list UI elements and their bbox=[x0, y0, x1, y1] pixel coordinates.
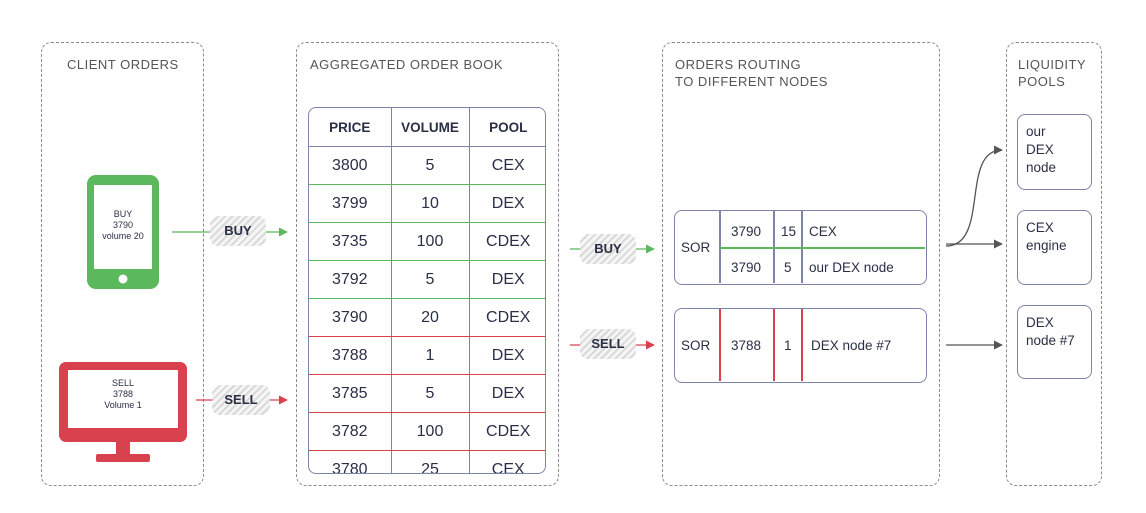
row-pool: DEX bbox=[469, 374, 545, 413]
liquidity-panel bbox=[1006, 42, 1102, 486]
liquidity-title-line2: POOLS bbox=[1018, 74, 1066, 89]
header-pool: POOL bbox=[469, 108, 545, 147]
monitor-icon bbox=[59, 362, 187, 462]
buy-order-text: BUY 3790 volume 20 bbox=[94, 209, 152, 242]
header-price: PRICE bbox=[309, 108, 392, 147]
pool-cex-engine: CEX engine bbox=[1017, 210, 1092, 285]
sell-order-text: SELL 3788 Volume 1 bbox=[70, 378, 176, 411]
buy-order-side: BUY bbox=[113, 209, 133, 219]
row-price: 3792 bbox=[309, 260, 392, 299]
row-price: 3785 bbox=[309, 374, 392, 413]
row-pool: CDEX bbox=[469, 222, 545, 261]
client-orders-panel bbox=[41, 42, 204, 486]
row-pool: CDEX bbox=[469, 412, 545, 451]
sor-sell-price: 3788 bbox=[731, 338, 762, 353]
order-book-title: AGGREGATED ORDER BOOK bbox=[310, 57, 504, 72]
sor-buy-row2-price: 3790 bbox=[731, 260, 762, 275]
sell-tag-routing: SELL bbox=[580, 329, 636, 359]
row-volume: 20 bbox=[391, 298, 470, 337]
row-pool: DEX bbox=[469, 260, 545, 299]
row-volume: 5 bbox=[391, 260, 470, 299]
routing-panel bbox=[662, 42, 940, 486]
phone-icon bbox=[87, 175, 159, 289]
client-orders-title: CLIENT ORDERS bbox=[67, 57, 179, 72]
routing-title-line1: ORDERS ROUTING bbox=[675, 57, 802, 72]
sor-sell-box: SOR 3788 1 DEX node #7 bbox=[674, 308, 927, 383]
row-volume: 100 bbox=[391, 222, 470, 261]
row-price: 3780 bbox=[309, 450, 392, 473]
row-price: 3800 bbox=[309, 146, 392, 185]
sor-buy-row1-node: CEX bbox=[809, 224, 837, 239]
row-pool: CEX bbox=[469, 146, 545, 185]
sor-buy-box: SOR 3790 15 CEX 3790 5 our DEX node bbox=[674, 210, 927, 285]
row-volume: 1 bbox=[391, 336, 470, 375]
buy-tag-client: BUY bbox=[210, 216, 266, 246]
sor-buy-label: SOR bbox=[681, 240, 711, 255]
row-price: 3735 bbox=[309, 222, 392, 261]
sor-buy-row1-volume: 15 bbox=[781, 224, 797, 239]
row-volume: 5 bbox=[391, 146, 470, 185]
buy-order-price: 3790 bbox=[112, 220, 134, 230]
row-price: 3799 bbox=[309, 184, 392, 223]
pool-our-dex-node: our DEX node bbox=[1017, 114, 1092, 190]
row-volume: 100 bbox=[391, 412, 470, 451]
row-price: 3790 bbox=[309, 298, 392, 337]
row-price: 3788 bbox=[309, 336, 392, 375]
sor-buy-row2-volume: 5 bbox=[784, 260, 792, 275]
header-volume: VOLUME bbox=[391, 108, 470, 147]
sell-order-volume: Volume 1 bbox=[104, 400, 142, 410]
sell-tag-client: SELL bbox=[212, 385, 270, 415]
row-volume: 25 bbox=[391, 450, 470, 473]
row-volume: 5 bbox=[391, 374, 470, 413]
sor-buy-row1-price: 3790 bbox=[731, 224, 762, 239]
sor-sell-volume: 1 bbox=[784, 338, 792, 353]
arrow-to-our-dex bbox=[945, 145, 1003, 247]
row-pool: DEX bbox=[469, 184, 545, 223]
row-pool: DEX bbox=[469, 336, 545, 375]
sell-order-price: 3788 bbox=[112, 389, 134, 399]
routing-title-line2: TO DIFFERENT NODES bbox=[675, 74, 828, 89]
liquidity-title-line1: LIQUIDITY bbox=[1018, 57, 1087, 72]
order-book-panel bbox=[296, 42, 559, 486]
row-volume: 10 bbox=[391, 184, 470, 223]
sor-sell-label: SOR bbox=[681, 338, 711, 353]
buy-tag-routing: BUY bbox=[580, 234, 636, 264]
pool-dex-node-7: DEX node #7 bbox=[1017, 305, 1092, 379]
buy-order-volume: volume 20 bbox=[102, 231, 144, 241]
row-pool: CDEX bbox=[469, 298, 545, 337]
sor-buy-row2-node: our DEX node bbox=[809, 260, 894, 275]
row-pool: CEX bbox=[491, 460, 525, 474]
sell-order-side: SELL bbox=[111, 378, 135, 388]
sor-sell-node: DEX node #7 bbox=[811, 338, 892, 353]
row-price: 3782 bbox=[309, 412, 392, 451]
